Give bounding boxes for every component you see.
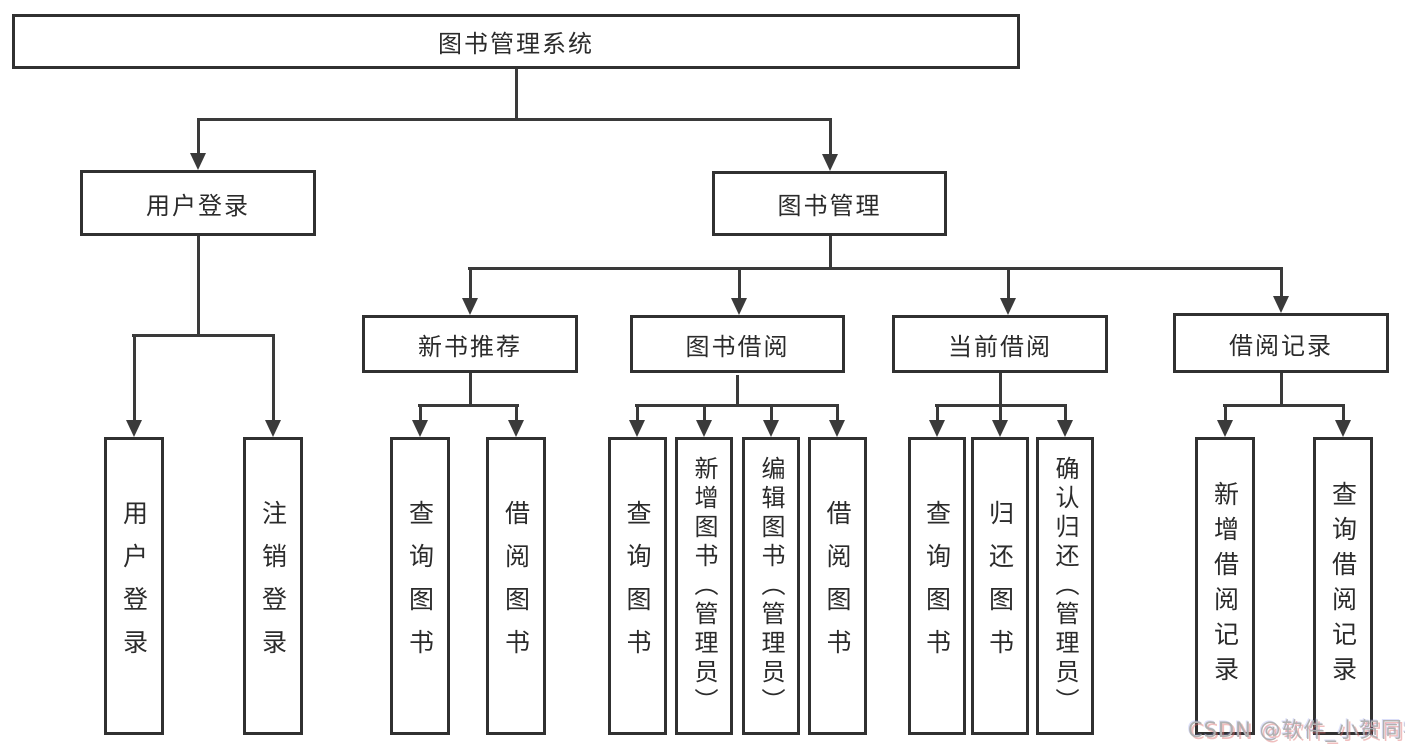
node-book-borrowing: 图书借阅 xyxy=(630,315,845,373)
arrowhead-down xyxy=(1273,296,1289,313)
leaf-confirm-return-admin: 确认归还（管理员） xyxy=(1036,437,1094,735)
leaf-label: 查询图书 xyxy=(922,500,952,672)
connector-line xyxy=(132,334,275,337)
arrowhead-down xyxy=(462,298,478,315)
node-label: 当前借阅 xyxy=(948,332,1052,361)
connector-line xyxy=(418,404,519,407)
leaf-query-books-current: 查询图书 xyxy=(908,437,966,735)
connector-line xyxy=(999,373,1002,406)
arrowhead-down xyxy=(629,420,645,437)
connector-line xyxy=(419,404,422,421)
node-label: 图书管理系统 xyxy=(438,30,594,58)
arrowhead-down xyxy=(265,420,281,437)
connector-line xyxy=(1064,404,1067,421)
connector-line xyxy=(829,118,832,154)
node-current-borrowing: 当前借阅 xyxy=(892,315,1108,373)
connector-line xyxy=(1007,267,1010,299)
arrowhead-down xyxy=(829,420,845,437)
connector-line xyxy=(468,267,1283,270)
connector-line xyxy=(1280,373,1283,406)
node-new-book-recommendation: 新书推荐 xyxy=(362,315,578,373)
leaf-label: 编辑图书（管理员） xyxy=(757,455,785,717)
connector-line xyxy=(999,404,1002,421)
connector-line xyxy=(515,69,518,120)
arrowhead-down xyxy=(763,420,779,437)
node-book-management: 图书管理 xyxy=(712,171,947,236)
leaf-label: 确认归还（管理员） xyxy=(1051,455,1079,717)
arrowhead-down xyxy=(929,420,945,437)
arrowhead-down xyxy=(1000,298,1016,315)
leaf-borrow-books-recommend: 借阅图书 xyxy=(486,437,546,735)
arrowhead-down xyxy=(731,298,747,315)
arrowhead-down xyxy=(1217,420,1233,437)
node-system-root: 图书管理系统 xyxy=(12,14,1020,69)
leaf-label: 用户登录 xyxy=(119,500,149,672)
leaf-label: 归还图书 xyxy=(985,500,1015,672)
arrowhead-down xyxy=(822,154,838,171)
connector-line xyxy=(738,267,741,299)
arrowhead-down xyxy=(508,420,524,437)
connector-line xyxy=(1223,404,1344,407)
leaf-query-books-recommend: 查询图书 xyxy=(390,437,450,735)
leaf-add-books-admin: 新增图书（管理员） xyxy=(675,437,733,735)
leaf-borrow-books: 借阅图书 xyxy=(808,437,867,735)
node-borrowing-records: 借阅记录 xyxy=(1173,313,1389,373)
node-label: 借阅记录 xyxy=(1229,331,1333,360)
node-label: 用户登录 xyxy=(146,191,250,220)
leaf-label: 借阅图书 xyxy=(501,500,531,672)
node-label: 图书管理 xyxy=(777,192,882,220)
connector-line xyxy=(703,404,706,421)
leaf-label: 查询借阅记录 xyxy=(1328,481,1358,691)
leaf-return-books: 归还图书 xyxy=(971,437,1029,735)
connector-line xyxy=(197,118,200,154)
leaf-add-borrow-record: 新增借阅记录 xyxy=(1195,437,1255,735)
arrowhead-down xyxy=(190,153,206,170)
connector-line xyxy=(836,404,839,421)
connector-line xyxy=(936,404,939,421)
node-label: 新书推荐 xyxy=(418,332,522,361)
connector-line xyxy=(197,236,200,335)
arrowhead-down xyxy=(126,420,142,437)
leaf-label: 查询图书 xyxy=(623,500,652,672)
node-label: 图书借阅 xyxy=(685,332,790,361)
leaf-label: 借阅图书 xyxy=(823,500,852,672)
leaf-query-borrow-record: 查询借阅记录 xyxy=(1313,437,1373,735)
leaf-edit-books-admin: 编辑图书（管理员） xyxy=(742,437,800,735)
arrowhead-down xyxy=(1335,420,1351,437)
arrowhead-down xyxy=(992,420,1008,437)
connector-line xyxy=(1224,404,1227,421)
leaf-user-login: 用户登录 xyxy=(104,437,164,735)
node-user-login: 用户登录 xyxy=(80,170,316,236)
connector-line xyxy=(1280,267,1283,297)
connector-line xyxy=(272,334,275,422)
connector-line xyxy=(469,267,472,299)
watermark: CSDN @软件_小贺同学 xyxy=(1188,718,1405,742)
arrowhead-down xyxy=(412,420,428,437)
leaf-label: 新增图书（管理员） xyxy=(690,455,718,717)
leaf-query-books-borrow: 查询图书 xyxy=(608,437,667,735)
connector-line xyxy=(515,404,518,421)
connector-line xyxy=(829,236,832,269)
connector-line xyxy=(770,404,773,421)
connector-line xyxy=(469,373,472,406)
connector-line xyxy=(636,404,639,421)
connector-line xyxy=(635,404,839,407)
leaf-logout: 注销登录 xyxy=(243,437,303,735)
connector-line xyxy=(1342,404,1345,421)
leaf-label: 注销登录 xyxy=(258,500,288,672)
arrowhead-down xyxy=(696,420,712,437)
leaf-label: 新增借阅记录 xyxy=(1210,481,1240,691)
arrowhead-down xyxy=(1057,420,1073,437)
connector-line xyxy=(197,118,831,121)
leaf-label: 查询图书 xyxy=(405,500,435,672)
connector-line xyxy=(736,375,739,406)
connector-line xyxy=(133,334,136,422)
